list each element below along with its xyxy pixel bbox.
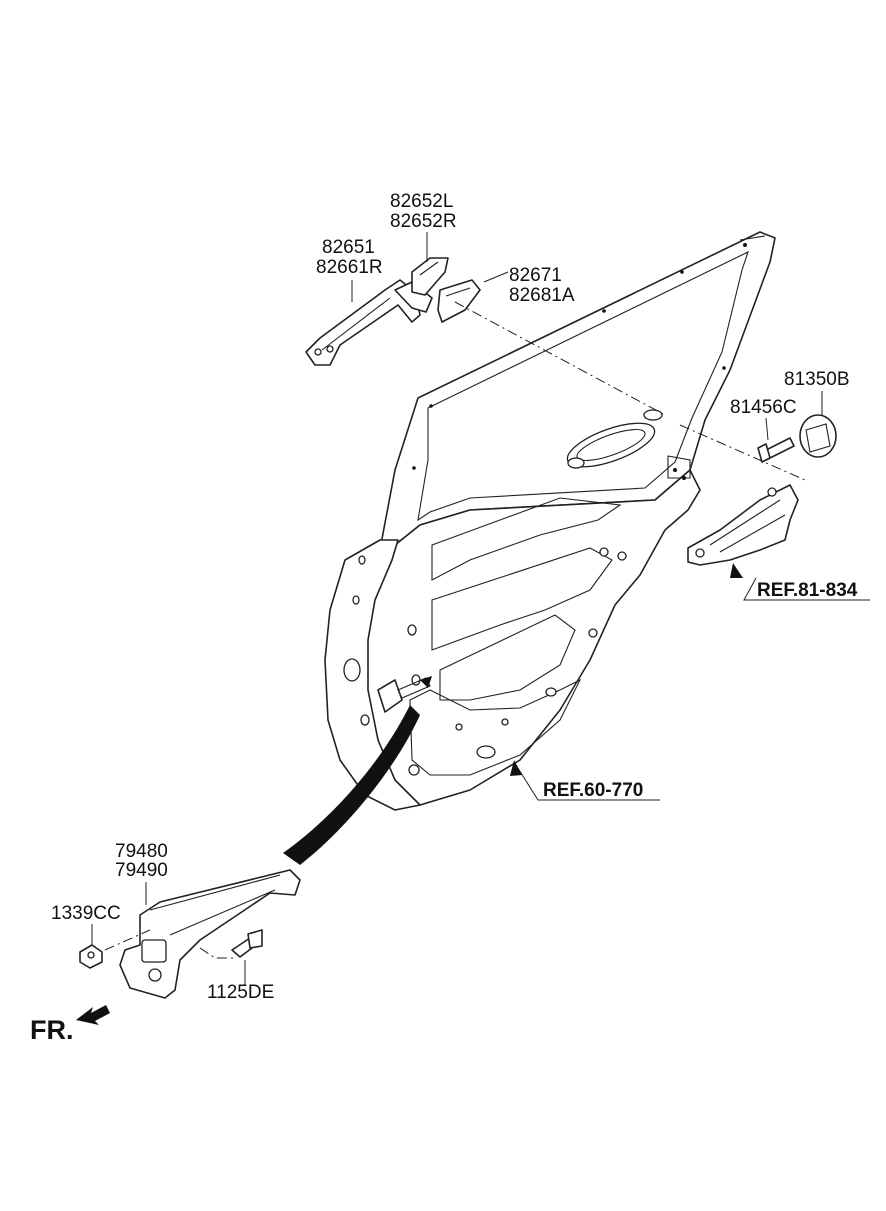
striker-plate	[799, 414, 837, 458]
front-direction-arrow	[76, 1005, 110, 1025]
label-81456c: 81456C	[730, 397, 797, 418]
label-ref-81-834: REF.81-834	[757, 580, 858, 601]
alignment-lines	[104, 301, 806, 959]
label-82651: 82651	[322, 237, 375, 258]
checker-nut	[79, 944, 103, 969]
label-82652l: 82652L	[390, 191, 454, 212]
label-ref-60-770: REF.60-770	[543, 780, 644, 801]
callout-arrow	[283, 705, 420, 865]
door-checker-mount	[377, 676, 432, 713]
door-inner-panel	[324, 409, 701, 811]
door-checker	[119, 869, 301, 999]
outside-handle	[305, 279, 433, 366]
leader-lines	[91, 232, 870, 985]
door-latch	[687, 484, 799, 566]
label-82671: 82671	[509, 265, 562, 286]
label-82661r: 82661R	[316, 257, 383, 278]
handle-cover	[411, 257, 449, 296]
checker-bolt	[231, 929, 263, 958]
label-82652r: 82652R	[390, 211, 457, 232]
label-front: FR.	[30, 1015, 74, 1045]
label-82681a: 82681A	[509, 285, 575, 306]
label-1339cc: 1339CC	[51, 903, 121, 924]
label-1125de: 1125DE	[207, 982, 275, 1003]
label-81350b: 81350B	[784, 369, 850, 390]
handle-pad	[437, 279, 481, 323]
striker-screw	[757, 437, 795, 463]
label-79490: 79490	[115, 860, 168, 881]
label-79480: 79480	[115, 841, 168, 862]
